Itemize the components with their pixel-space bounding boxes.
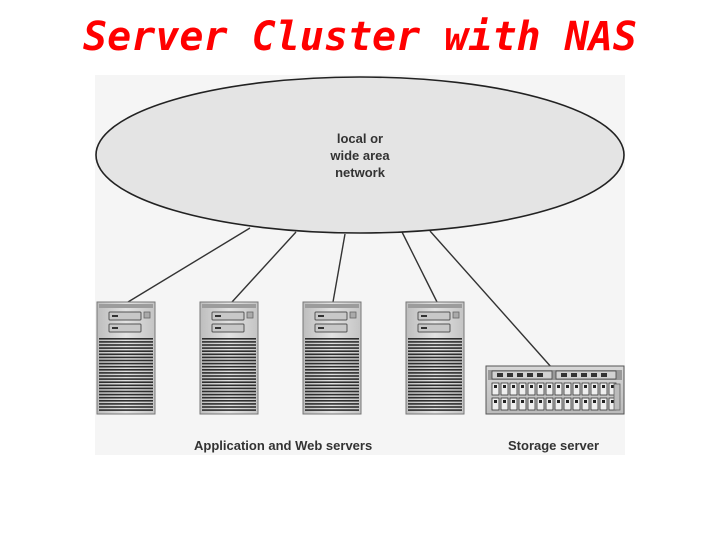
connection-line — [429, 230, 553, 369]
app-server-group — [96, 301, 465, 415]
network-label-line-1: local or — [337, 131, 383, 146]
network-cloud — [95, 76, 625, 234]
app-server-tower — [405, 301, 465, 415]
connection-lines — [127, 227, 553, 369]
storage-server — [485, 365, 625, 415]
storage-caption: Storage server — [508, 438, 599, 453]
connection-line — [401, 231, 438, 303]
app-server-tower — [96, 301, 156, 415]
connection-line — [332, 233, 346, 303]
network-label-line-3: network — [335, 165, 386, 180]
connection-line — [231, 231, 297, 303]
app-server-tower — [199, 301, 259, 415]
connection-line — [127, 227, 251, 303]
app-server-tower — [302, 301, 362, 415]
slide-title: Server Cluster with NAS — [83, 14, 637, 60]
app-servers-caption: Application and Web servers — [194, 438, 372, 453]
network-label-line-2: wide area — [329, 148, 390, 163]
